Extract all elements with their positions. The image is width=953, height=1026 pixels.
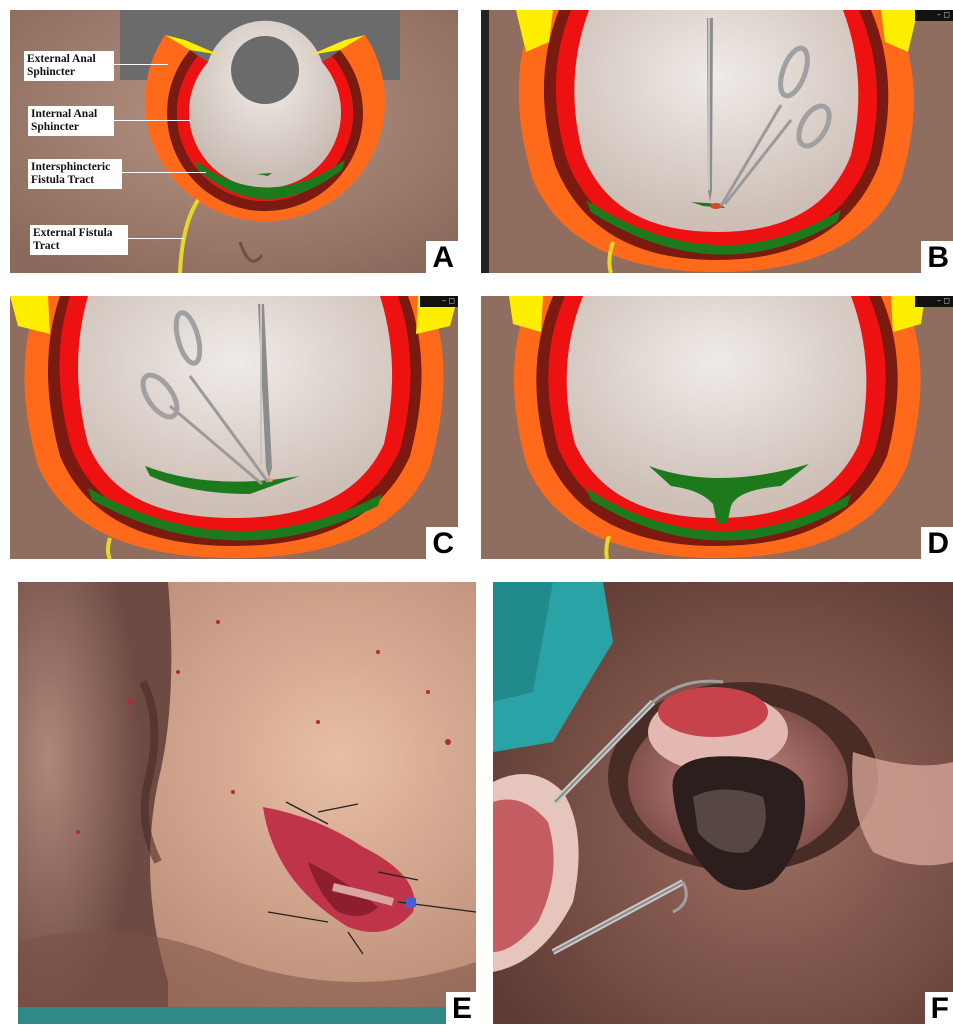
- panel-e-photo: E: [18, 582, 476, 1024]
- panel-letter-b: B: [921, 241, 953, 273]
- panel-b: – ◻ B: [481, 10, 953, 273]
- panel-c: – ◻ C: [10, 296, 458, 559]
- label-intersphincteric-fistula-tract: Intersphincteric Fistula Tract: [28, 159, 122, 189]
- panel-letter-e: E: [446, 992, 476, 1024]
- label-external-anal-sphincter: External Anal Sphincter: [24, 51, 114, 81]
- leader-line-intersphincteric-tract: [118, 172, 206, 173]
- panel-letter-d: D: [921, 527, 953, 559]
- panel-letter-a: A: [426, 241, 458, 273]
- leader-line-external-tract: [126, 238, 184, 239]
- panel-d-illustration: [481, 296, 953, 559]
- label-internal-anal-sphincter: Internal Anal Sphincter: [28, 106, 114, 136]
- panel-e-photograph: [18, 582, 476, 1024]
- window-controls[interactable]: – ◻: [915, 10, 953, 21]
- leader-line-internal-sphincter: [110, 120, 190, 121]
- panel-a: External Anal Sphincter Internal Anal Sp…: [10, 10, 458, 273]
- panel-b-illustration: [481, 10, 953, 273]
- leader-line-external-sphincter: [110, 64, 168, 65]
- label-external-fistula-tract: External Fistula Tract: [30, 225, 128, 255]
- panel-letter-f: F: [925, 992, 953, 1024]
- panel-f-photo: F: [493, 582, 953, 1024]
- panel-d: – ◻ D: [481, 296, 953, 559]
- panel-letter-c: C: [426, 527, 458, 559]
- window-controls[interactable]: – ◻: [420, 296, 458, 307]
- panel-f-photograph: [493, 582, 953, 1024]
- window-controls[interactable]: – ◻: [915, 296, 953, 307]
- panel-c-illustration: [10, 296, 458, 559]
